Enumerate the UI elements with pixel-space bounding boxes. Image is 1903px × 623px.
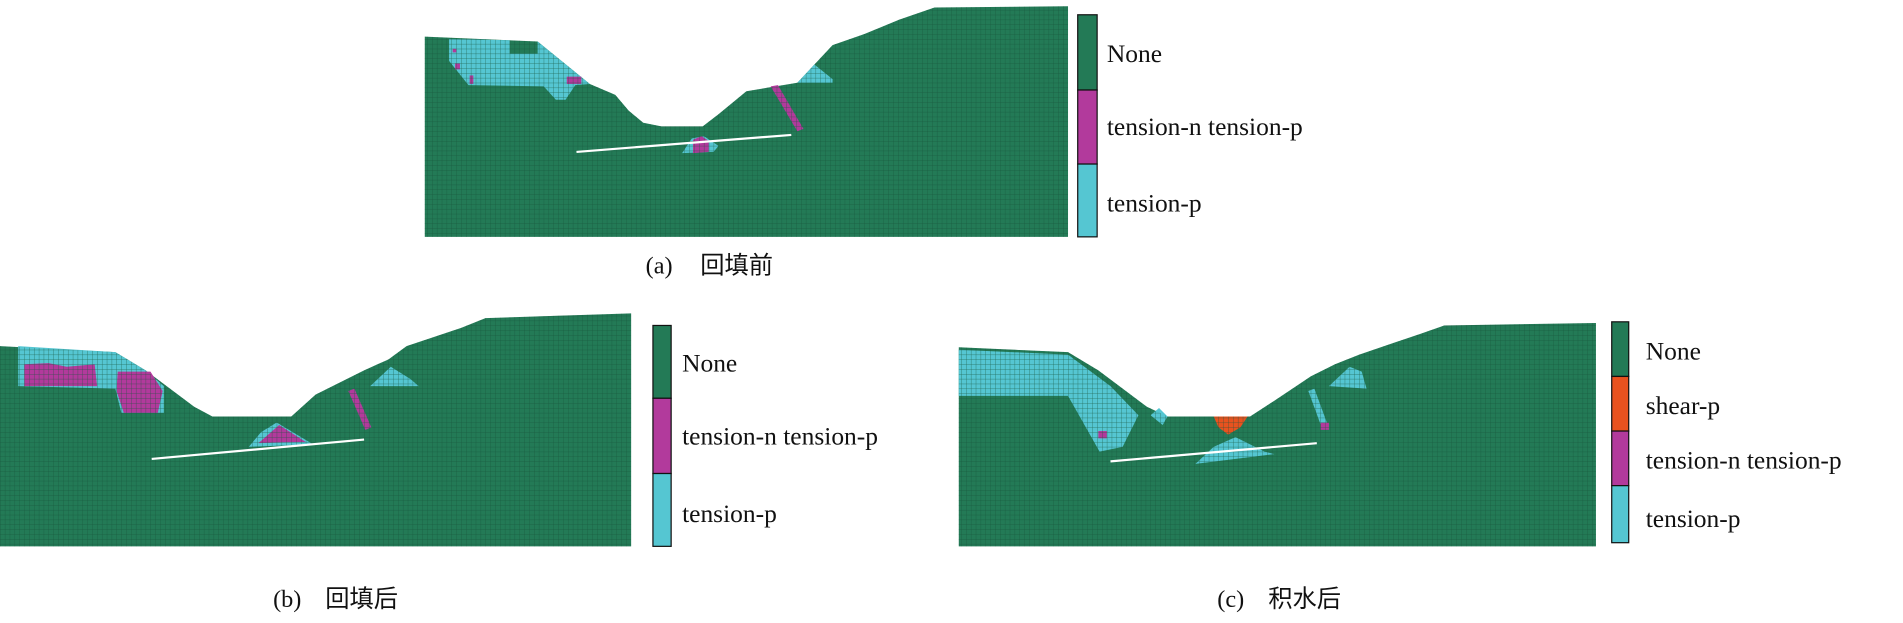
mesh-overlay [958, 323, 1596, 547]
legend-c: None shear-p tension-n tension-p tension… [1611, 321, 1842, 544]
caption-text: 回填后 [325, 586, 398, 613]
legend-a: None tension-n tension-p tension-p [1077, 14, 1303, 238]
legend-swatch-tension-p [1077, 163, 1098, 238]
legend-label: tension-p [682, 499, 777, 528]
legend-swatch-tension-p [652, 472, 672, 547]
caption-label: (b) [273, 586, 301, 613]
legend-swatch-none [1077, 14, 1098, 91]
caption-label: (a) [646, 252, 673, 279]
legend-label: tension-p [1646, 504, 1741, 533]
panel-a: None tension-n tension-p tension-p (a) 回… [424, 6, 1303, 279]
caption-label: (c) [1217, 586, 1244, 613]
mesh-overlay [424, 6, 1069, 237]
legend-label: None [1646, 336, 1701, 365]
legend-swatch-tension-n-p [1611, 430, 1630, 487]
fault-line [1110, 442, 1317, 463]
legend-label: tension-p [1107, 188, 1202, 217]
legend-label: tension-n tension-p [1107, 112, 1303, 141]
panel-b: None tension-n tension-p tension-p (b) 回… [0, 313, 878, 613]
legend-swatch-tension-n-p [1077, 89, 1098, 165]
panel-c: None shear-p tension-n tension-p tension… [958, 321, 1842, 613]
legend-label: None [1107, 39, 1162, 68]
legend-label: shear-p [1646, 391, 1720, 420]
legend-swatch-shear-p [1611, 375, 1630, 432]
legend-label: tension-n tension-p [1646, 446, 1842, 475]
legend-b: None tension-n tension-p tension-p [652, 324, 878, 547]
caption-text: 积水后 [1268, 586, 1341, 613]
legend-swatch-none [652, 324, 672, 399]
mesh-overlay [0, 313, 632, 547]
legend-swatch-none [1611, 321, 1630, 378]
caption-text: 回填前 [700, 252, 773, 279]
legend-label: None [682, 349, 737, 378]
fault-line [576, 133, 792, 153]
legend-swatch-tension-p [1611, 485, 1630, 544]
legend-label: tension-n tension-p [682, 421, 878, 450]
fault-line [151, 438, 365, 461]
legend-swatch-tension-n-p [652, 397, 672, 475]
